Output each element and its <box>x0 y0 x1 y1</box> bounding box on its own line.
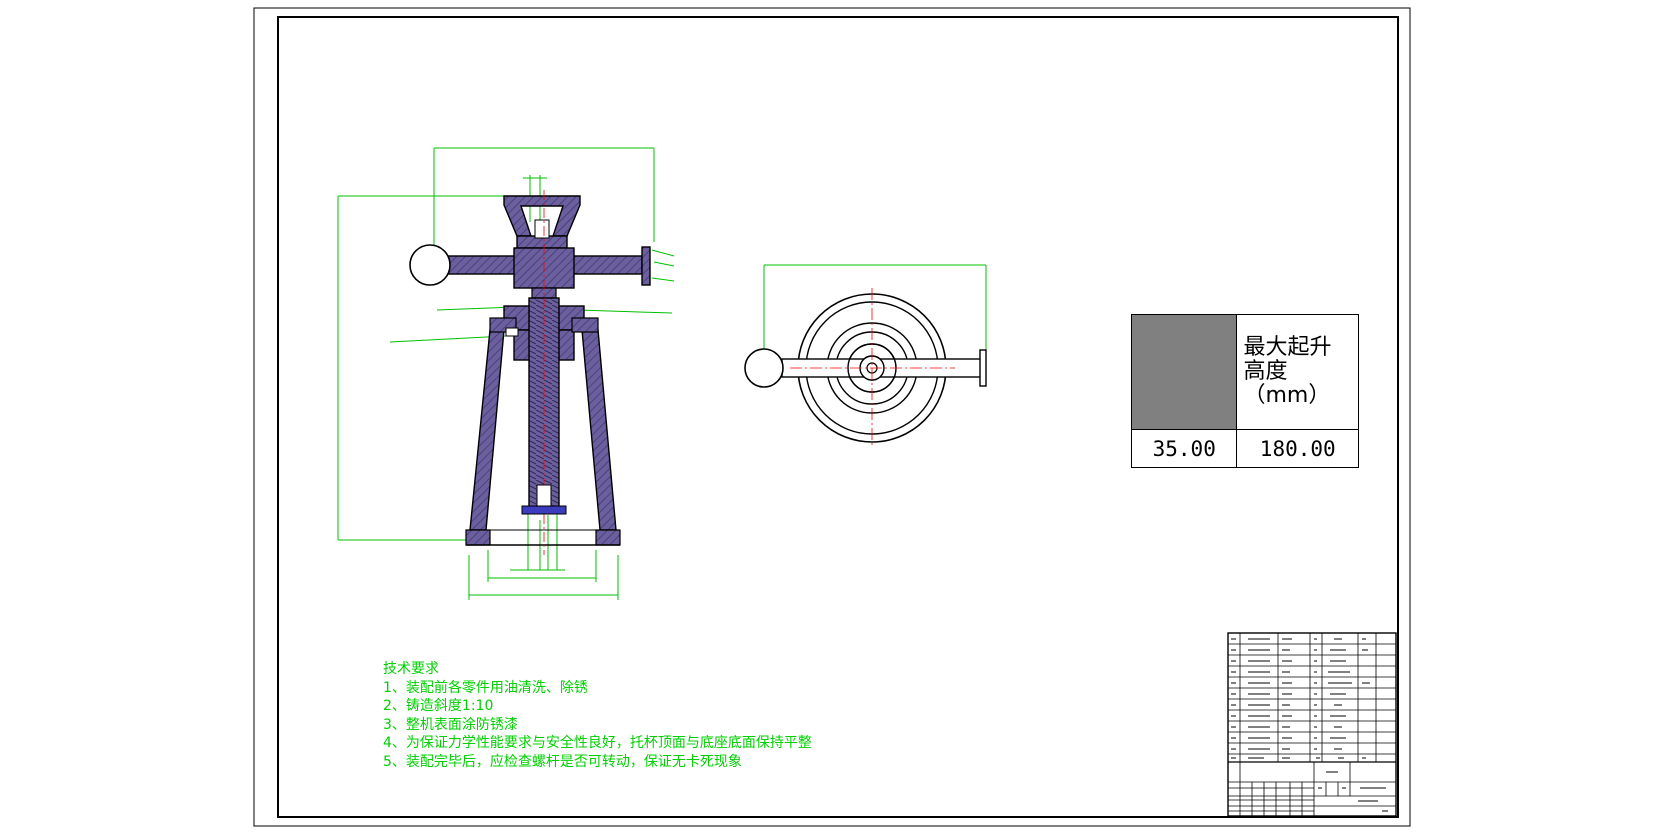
dimension-lines <box>337 147 675 600</box>
top-handle-cap <box>979 349 987 387</box>
set-screw <box>505 327 519 337</box>
spec-value-2: 180.00 <box>1236 429 1359 468</box>
tech-requirement-item: 2、铸造斜度1:10 <box>383 698 494 714</box>
handle-end-cap <box>641 246 651 286</box>
top-view <box>744 264 987 448</box>
tech-requirement-item: 3、整机表面涂防锈漆 <box>383 716 518 733</box>
handle-ball <box>409 244 451 286</box>
cup-screw <box>534 219 550 239</box>
spec-header-swatch <box>1130 314 1238 430</box>
base-top-right <box>571 317 599 333</box>
title-block-marks <box>1318 771 1388 812</box>
tech-requirements: 技术要求 1、装配前各零件用油清洗、除锈 2、铸造斜度1:10 3、整机表面涂防… <box>383 660 812 771</box>
cup-section <box>503 195 581 237</box>
spec-value-1: 35.00 <box>1130 429 1238 468</box>
base-left-wall <box>469 329 505 531</box>
parts-list-rows <box>1228 633 1396 763</box>
top-handle-ball <box>744 348 784 388</box>
tech-requirements-title: 技术要求 <box>383 661 439 677</box>
outer-border <box>253 7 1411 827</box>
threaded-screw <box>528 297 560 513</box>
front-section-view <box>337 147 675 600</box>
inner-frame <box>277 16 1399 818</box>
title-block-grid <box>1228 762 1396 816</box>
spec-header-label: 最大起升高度（mm） <box>1236 314 1359 430</box>
tech-requirement-item: 4、为保证力学性能要求与安全性良好，托杯顶面与底座底面保持平整 <box>383 735 812 751</box>
tech-requirement-item: 5、装配完毕后，应检查螺杆是否可转动，保证无卡死现象 <box>383 753 742 770</box>
parts-list-marks <box>1231 638 1370 759</box>
base-foot-left <box>465 529 491 546</box>
base-foot-right <box>595 529 621 546</box>
base-right-wall <box>581 329 617 531</box>
spec-table: 最大起升高度（mm） 35.00 180.00 <box>1130 314 1359 468</box>
top-view-dimensions <box>763 264 987 360</box>
stop-washer <box>521 505 567 515</box>
tech-requirement-item: 1、装配前各零件用油清洗、除锈 <box>383 679 588 696</box>
title-block <box>1227 632 1397 817</box>
